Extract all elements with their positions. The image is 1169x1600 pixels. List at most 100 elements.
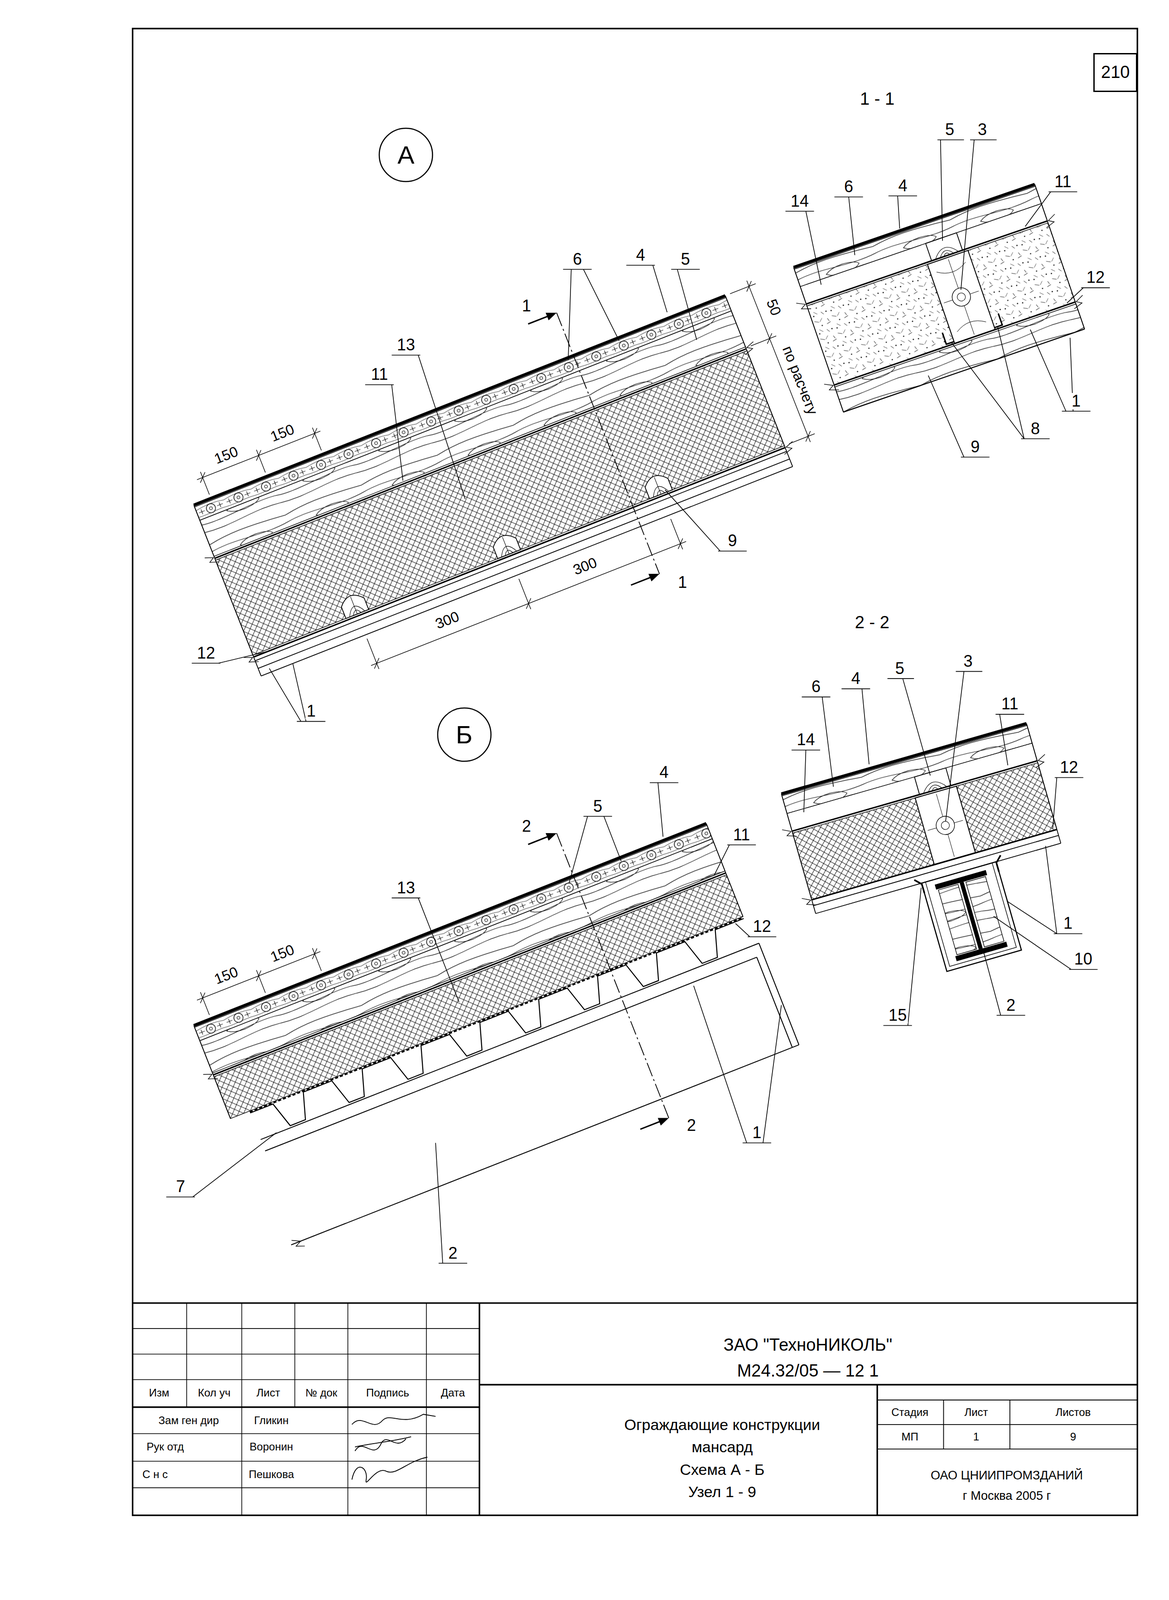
leader-lines xyxy=(928,375,990,457)
callout-number: 12 xyxy=(195,644,217,662)
table-cell: 9 xyxy=(1068,1430,1078,1442)
title-block xyxy=(478,1302,480,1515)
callout-number: 3 xyxy=(976,121,989,138)
callout-number: 5 xyxy=(591,797,604,815)
section-mark: 2 xyxy=(685,1116,698,1134)
section-2-2 xyxy=(772,720,1096,1005)
leader-lines xyxy=(665,489,747,551)
section-2-2 xyxy=(921,861,1022,971)
title-block xyxy=(132,1301,1138,1304)
leader-lines xyxy=(791,749,821,812)
title-block xyxy=(132,1302,1138,1515)
callout-number: 12 xyxy=(751,917,773,935)
title-block xyxy=(132,1405,480,1408)
roof-panel-b xyxy=(203,1062,305,1258)
callout-number: 11 xyxy=(731,826,752,843)
leader-lines xyxy=(1030,329,1091,411)
leader-lines xyxy=(626,265,667,313)
section-2-2 xyxy=(940,820,951,831)
section-1-1 xyxy=(956,291,967,303)
roof-panel-b xyxy=(213,872,726,1075)
callout-number: 9 xyxy=(969,438,981,455)
callout-number: 1 xyxy=(750,1124,763,1141)
section-2-2 xyxy=(914,855,1005,895)
leader-lines xyxy=(883,887,922,1026)
node-label: Б xyxy=(455,721,473,749)
callout-number: 9 xyxy=(726,532,739,549)
callout-number: 15 xyxy=(887,1006,909,1024)
section-1-1 xyxy=(927,250,996,344)
table-cell: № док xyxy=(304,1386,339,1398)
leader-lines xyxy=(995,714,1025,766)
roof-panel-a xyxy=(166,236,843,731)
table-cell: Лист xyxy=(962,1406,990,1418)
leader-lines xyxy=(937,139,965,241)
signature xyxy=(352,1413,436,1425)
section-1-1 xyxy=(784,181,1093,416)
roof-panel-a xyxy=(646,473,669,498)
section-1-1 xyxy=(796,213,1086,394)
roof-panel-b xyxy=(545,829,671,1126)
leader-lines xyxy=(166,1132,277,1197)
callout-number: 12 xyxy=(1058,758,1080,776)
sheet-title: Ограждающие конструкции xyxy=(623,1416,822,1432)
dimension-label: 150 xyxy=(211,443,242,467)
title-block xyxy=(132,1328,480,1488)
table-cell: Стадия xyxy=(889,1406,930,1418)
company-name: ЗАО "ТехноНИКОЛЬ" xyxy=(722,1335,894,1353)
leader-lines xyxy=(945,671,983,822)
leader-lines xyxy=(269,662,326,721)
roof-panel-a xyxy=(642,471,673,499)
roof-panel-a xyxy=(494,533,517,557)
roof-panel-a xyxy=(642,471,673,499)
roof-panel-a xyxy=(361,516,689,672)
leader-lines xyxy=(951,326,1050,439)
leader-lines xyxy=(993,916,1098,970)
leader-lines xyxy=(365,384,403,481)
dimension-label: 150 xyxy=(266,421,298,445)
section-mark: 2 xyxy=(520,817,533,835)
roof-panel-b xyxy=(194,945,328,1018)
roof-panel-a xyxy=(255,451,793,677)
table-cell: Пешкова xyxy=(247,1468,296,1480)
section-mark: 1 xyxy=(676,574,689,591)
roof-panel-a xyxy=(338,591,369,619)
view-marker-circle: А xyxy=(378,127,434,183)
roof-panel-b xyxy=(251,942,799,1245)
dimension-label: 150 xyxy=(266,941,298,966)
leader-lines xyxy=(166,139,1110,1263)
dimension-label: 50 xyxy=(763,295,784,319)
node-label: А xyxy=(397,141,415,169)
table-cell: Листов xyxy=(1053,1406,1092,1418)
leader-lines xyxy=(841,688,870,765)
circle-outline xyxy=(437,707,492,762)
callout-number: 1 xyxy=(1070,392,1083,410)
leader-lines xyxy=(563,269,620,360)
section-2-2 xyxy=(792,762,1057,900)
roof-panel-a xyxy=(215,350,785,656)
roof-panel-b xyxy=(249,917,744,1112)
roof-panel-a xyxy=(545,309,661,582)
roof-panel-a xyxy=(204,341,797,667)
section-2-2 xyxy=(781,723,1062,913)
leader-lines xyxy=(961,139,997,290)
section-2-2 xyxy=(933,813,957,837)
callout-number: 7 xyxy=(174,1178,187,1195)
callout-number: 11 xyxy=(369,366,390,383)
callout-number: 14 xyxy=(795,731,817,748)
leader-lines xyxy=(887,678,931,776)
title-block xyxy=(479,1384,1138,1515)
sheet-title: мансард xyxy=(690,1438,754,1455)
table-cell: С н с xyxy=(140,1468,170,1480)
section-2-2 xyxy=(918,788,973,862)
callout-number: 3 xyxy=(961,652,974,670)
callout-number: 4 xyxy=(634,246,647,264)
callout-number: 10 xyxy=(1072,950,1094,967)
title-block xyxy=(877,1399,1138,1449)
leader-lines xyxy=(888,195,918,229)
table-cell: Гликин xyxy=(252,1414,290,1426)
leader-lines xyxy=(1025,191,1078,227)
leader-lines xyxy=(649,782,679,837)
organisation-name: г Москва 2005 г xyxy=(961,1489,1053,1502)
table-cell: Рук отд xyxy=(145,1440,186,1452)
